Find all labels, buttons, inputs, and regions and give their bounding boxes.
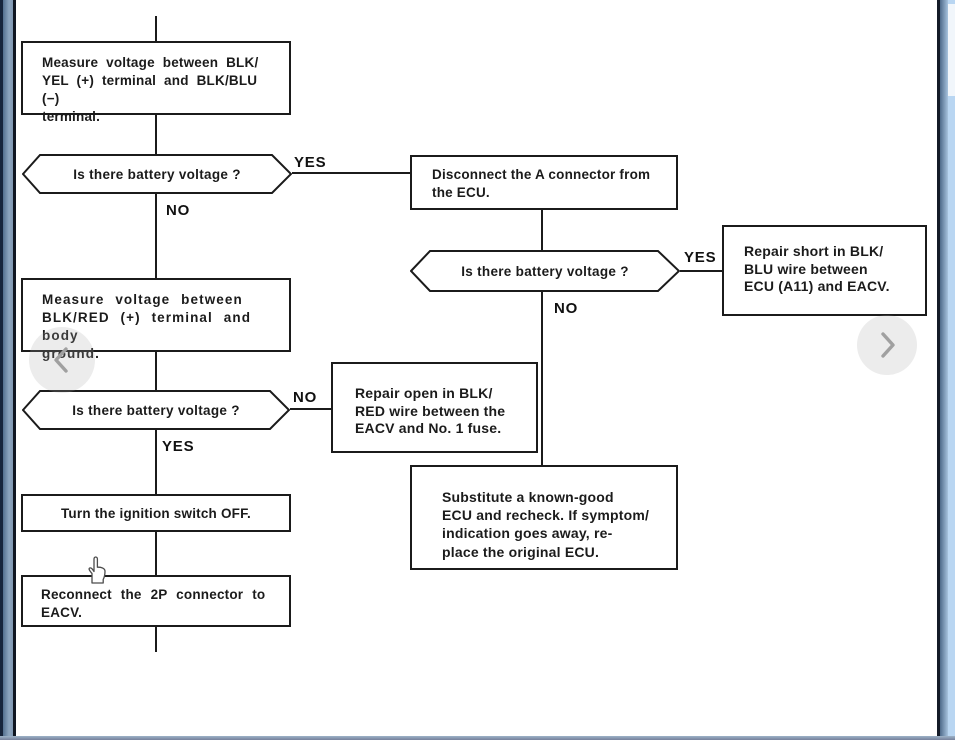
hexagon-shape bbox=[22, 154, 292, 194]
branch-label-no: NO bbox=[554, 300, 579, 317]
left-border-slate bbox=[3, 0, 14, 740]
step-reconnect-2p: Reconnect the 2P connector to EACV. bbox=[21, 575, 291, 627]
flow-line bbox=[155, 194, 157, 278]
step-disconnect-a-connector: Disconnect the A connector from the ECU. bbox=[410, 155, 678, 210]
decision-battery-voltage-mid: Is there battery voltage ? bbox=[410, 250, 680, 292]
flow-line bbox=[155, 532, 157, 575]
flow-line bbox=[155, 16, 157, 41]
decision-question: Is there battery voltage ? bbox=[72, 402, 240, 418]
branch-label-yes: YES bbox=[162, 438, 195, 455]
branch-label-no: NO bbox=[293, 389, 318, 406]
flow-line bbox=[541, 292, 543, 465]
left-border-dark bbox=[0, 0, 3, 740]
flow-line-yes-top bbox=[292, 172, 410, 174]
scrollbar-thumb[interactable] bbox=[948, 4, 955, 96]
scan-page-rule-right bbox=[937, 0, 940, 740]
branch-label-yes: YES bbox=[294, 154, 327, 171]
flow-line bbox=[155, 627, 157, 652]
step-measure-blkred: Measure voltage between BLK/RED (+) term… bbox=[21, 278, 291, 361]
hexagon-shape bbox=[22, 390, 290, 430]
decision-question: Is there battery voltage ? bbox=[461, 263, 629, 279]
flow-line-yes-mid bbox=[680, 270, 722, 272]
step-measure-blkyel: Measure voltage between BLK/ YEL (+) ter… bbox=[21, 41, 291, 124]
decision-battery-voltage-top: Is there battery voltage ? bbox=[22, 154, 292, 194]
decision-battery-voltage-left: Is there battery voltage ? bbox=[22, 390, 290, 430]
decision-question: Is there battery voltage ? bbox=[73, 166, 241, 182]
step-substitute-ecu: Substitute a known-good ECU and recheck.… bbox=[410, 465, 678, 570]
branch-label-no: NO bbox=[166, 202, 191, 219]
flow-line-no-left bbox=[290, 408, 331, 410]
carousel-next-button[interactable] bbox=[857, 315, 917, 375]
chevron-right-icon bbox=[874, 329, 900, 361]
branch-label-yes: YES bbox=[684, 249, 717, 266]
step-ignition-off: Turn the ignition switch OFF. bbox=[21, 494, 291, 532]
flow-line bbox=[155, 352, 157, 390]
step-repair-open-blkred: Repair open in BLK/ RED wire between the… bbox=[331, 362, 538, 453]
scrollbar-track[interactable] bbox=[948, 0, 955, 740]
flow-line bbox=[155, 430, 157, 494]
chevron-left-icon bbox=[49, 343, 75, 377]
step-repair-short-blkblu: Repair short in BLK/ BLU wire between EC… bbox=[722, 225, 927, 316]
right-border-slate bbox=[940, 0, 948, 740]
hexagon-shape bbox=[410, 250, 680, 292]
scan-page-rule-left bbox=[13, 0, 16, 740]
carousel-prev-button[interactable] bbox=[29, 327, 95, 393]
flow-line bbox=[541, 210, 543, 250]
bottom-border-slate bbox=[0, 736, 955, 740]
flow-line bbox=[155, 115, 157, 154]
